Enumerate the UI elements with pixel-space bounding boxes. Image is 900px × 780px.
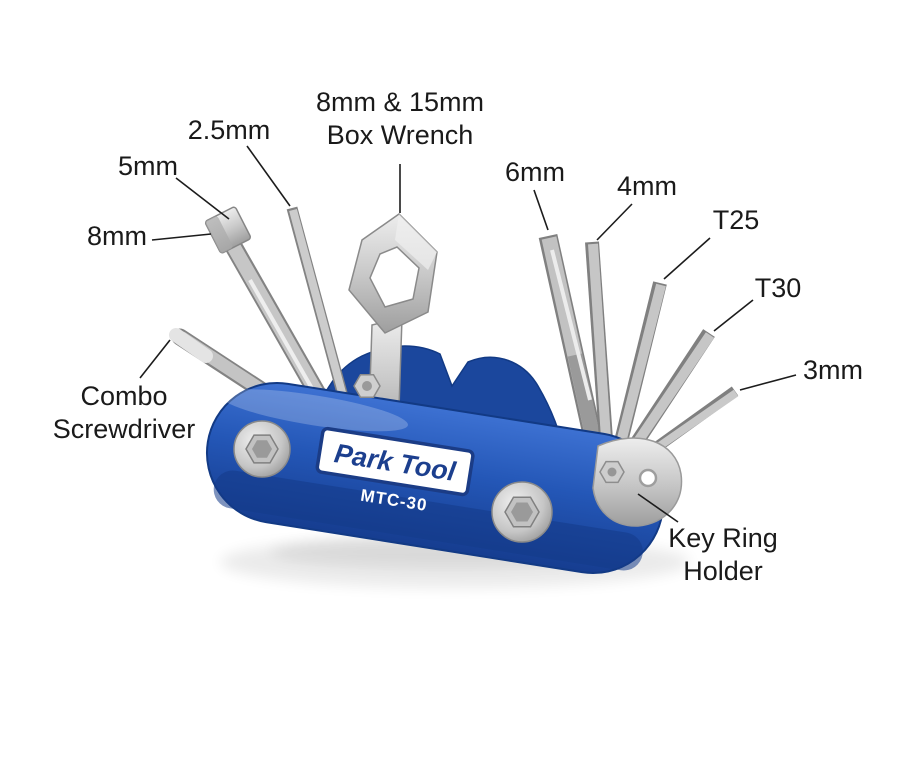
pivot-bolt-left xyxy=(233,420,291,478)
callout-t25: T25 xyxy=(712,205,760,235)
hex-adapter-8mm xyxy=(204,206,252,254)
callout-6mm: 6mm xyxy=(505,157,565,187)
callout-3mm: 3mm xyxy=(803,355,863,385)
leader-8mm xyxy=(151,233,212,241)
hex-key-4mm xyxy=(585,241,615,469)
leader-keyring xyxy=(637,493,679,523)
brand-logo: Park Tool xyxy=(315,426,475,497)
leader-combo xyxy=(139,339,171,379)
callout-combo-line1: Combo xyxy=(80,381,168,411)
callout-2-5mm: 2.5mm xyxy=(187,115,271,145)
pivot-nut-top xyxy=(353,373,381,399)
callout-combo-screwdriver: Combo Screwdriver xyxy=(18,380,230,446)
key-ring-hole xyxy=(638,468,658,488)
leader-4mm xyxy=(596,203,633,241)
callout-combo-line2: Screwdriver xyxy=(52,414,196,444)
callout-box-wrench: 8mm & 15mm Box Wrench xyxy=(295,86,505,152)
box-wrench xyxy=(348,213,438,445)
leader-t30 xyxy=(713,299,754,332)
leader-lines xyxy=(139,145,797,523)
leader-t25 xyxy=(663,237,711,280)
key-ring-holder xyxy=(592,437,683,527)
callout-keyring-line2: Holder xyxy=(683,556,763,586)
pivot-bolt-center xyxy=(491,481,553,543)
callout-box-wrench-line2: Box Wrench xyxy=(326,120,474,150)
leader-5mm xyxy=(175,177,230,220)
leader-3mm xyxy=(739,374,797,391)
callout-5mm: 5mm xyxy=(118,151,178,181)
leader-2-5mm xyxy=(246,145,291,207)
torx-key-t25 xyxy=(608,281,667,468)
callout-keyring-line1: Key Ring xyxy=(668,523,778,553)
callout-key-ring-holder: Key Ring Holder xyxy=(618,522,828,588)
callout-box-wrench-line1: 8mm & 15mm xyxy=(315,87,485,117)
callout-4mm: 4mm xyxy=(617,171,677,201)
callout-8mm: 8mm xyxy=(87,221,147,251)
callout-t30: T30 xyxy=(754,273,802,303)
leader-6mm xyxy=(533,189,549,231)
